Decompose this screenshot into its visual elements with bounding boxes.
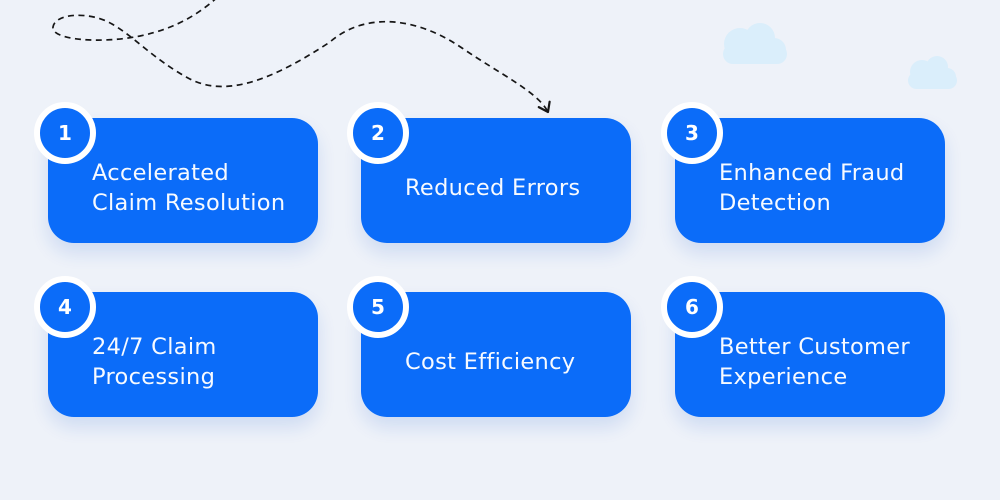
- cloud-shape: [908, 56, 957, 89]
- card-title: Reduced Errors: [405, 174, 581, 201]
- cloud-shape: [723, 23, 787, 64]
- benefit-card-6: 6 Better Customer Experience: [661, 276, 945, 417]
- card-title: Accelerated Claim Resolution: [92, 159, 286, 216]
- benefit-card-3: 3 Enhanced Fraud Detection: [661, 102, 945, 243]
- card-title: Enhanced Fraud Detection: [719, 159, 905, 216]
- step-number-badge: 2: [347, 102, 409, 164]
- card-title: 24/7 Claim Processing: [92, 333, 217, 390]
- cloud-icon: [723, 23, 787, 64]
- card-title: Better Customer Experience: [719, 333, 910, 390]
- card-title: Cost Efficiency: [405, 348, 576, 375]
- dashed-curve-path: [52, 0, 551, 114]
- benefit-card-5: 5 Cost Efficiency: [347, 276, 631, 417]
- step-number-badge: 3: [661, 102, 723, 164]
- benefit-card-2: 2 Reduced Errors: [347, 102, 631, 243]
- cloud-icon: [908, 56, 957, 89]
- step-number-badge: 1: [34, 102, 96, 164]
- step-number-badge: 5: [347, 276, 409, 338]
- benefit-card-4: 4 24/7 Claim Processing: [34, 276, 318, 417]
- benefit-card-1: 1 Accelerated Claim Resolution: [34, 102, 318, 243]
- step-number-badge: 6: [661, 276, 723, 338]
- step-number-badge: 4: [34, 276, 96, 338]
